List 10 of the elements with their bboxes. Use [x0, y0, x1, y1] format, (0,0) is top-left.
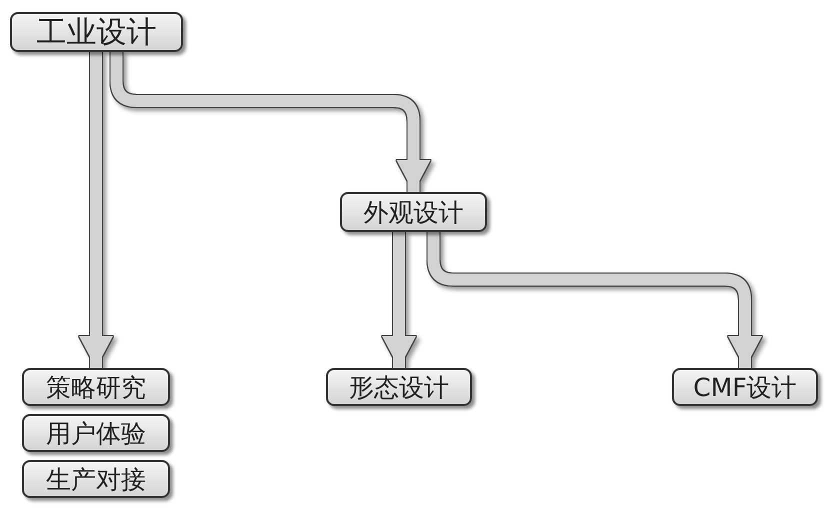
process-box: 生产对接 — [22, 460, 170, 498]
process-box: CMF设计 — [672, 368, 818, 406]
process-box: 形态设计 — [326, 368, 472, 406]
process-box: 工业设计 — [10, 12, 183, 52]
arrow — [110, 52, 430, 192]
arrow — [79, 52, 113, 368]
arrow — [382, 232, 416, 368]
process-box: 外观设计 — [340, 192, 487, 232]
process-box: 用户体验 — [22, 414, 170, 452]
process-box: 策略研究 — [22, 368, 170, 406]
